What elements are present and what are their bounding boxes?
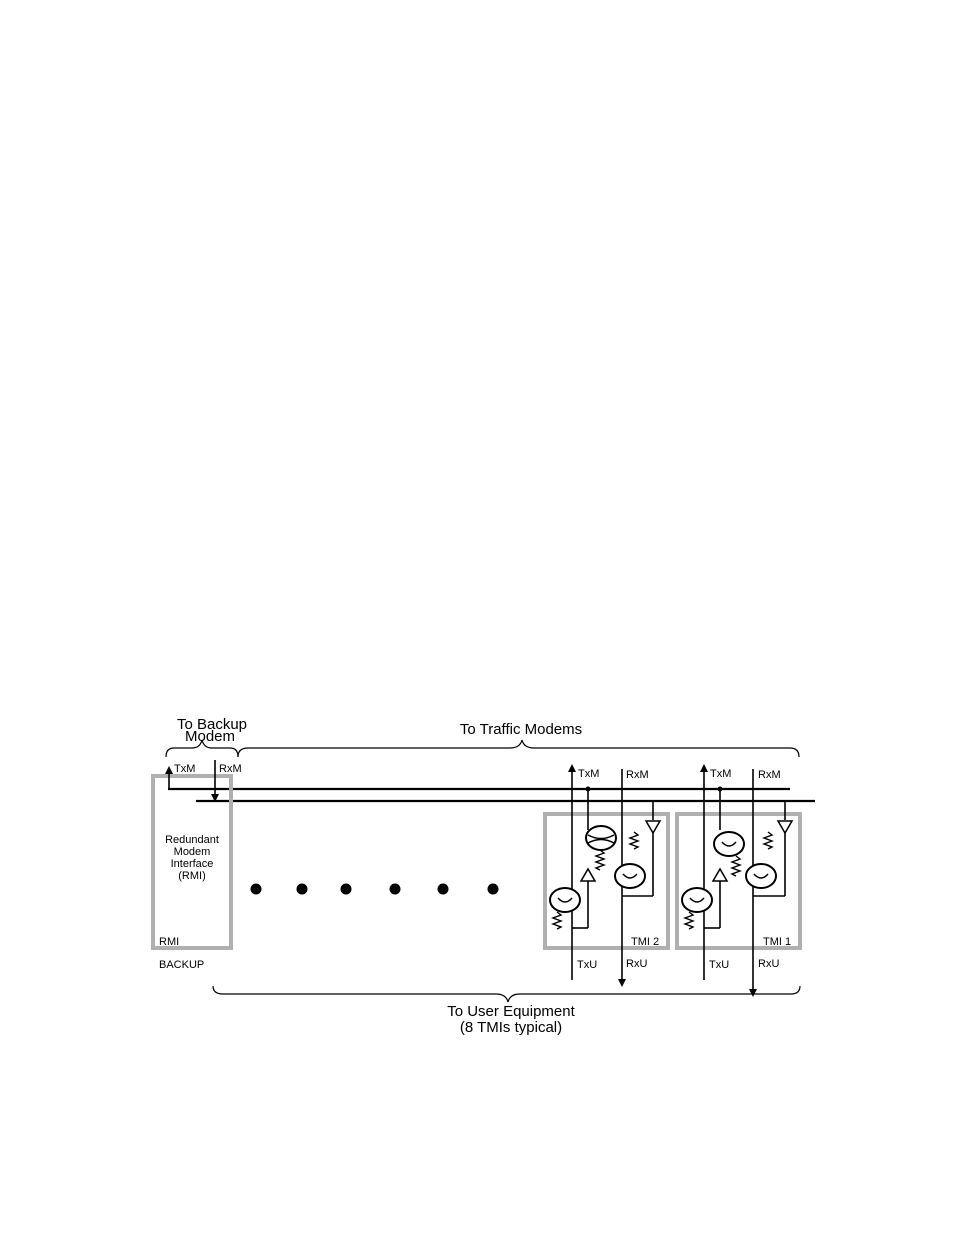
to-user-equipment-label: To User Equipment bbox=[447, 1003, 575, 1020]
to-backup-modem-label-line2: Modem bbox=[185, 728, 235, 745]
tmi1-rxu-label: RxU bbox=[758, 958, 779, 970]
tmi2-spring-icon bbox=[628, 831, 640, 850]
continuation-dot bbox=[250, 883, 262, 895]
tmi2-relay-upper-icon bbox=[585, 825, 617, 851]
tmi2-relay-tx-icon bbox=[549, 887, 581, 913]
rmi-desc-line1: Redundant bbox=[165, 834, 219, 846]
tmi2-rxm-label: RxM bbox=[626, 769, 649, 781]
continuation-dot bbox=[487, 883, 499, 895]
tmi2-rx-buffer-icon bbox=[644, 820, 662, 835]
tmi2-box bbox=[543, 812, 670, 950]
continuation-dot bbox=[296, 883, 308, 895]
tmi2-spring-icon bbox=[594, 849, 606, 871]
tmi1-tx-buffer-icon bbox=[711, 867, 729, 882]
tmi2-tx-buffer-icon bbox=[579, 867, 597, 882]
tmi1-txu-label: TxU bbox=[709, 959, 729, 971]
continuation-dot bbox=[340, 883, 352, 895]
rmi-tag-label: RMI bbox=[159, 936, 179, 948]
rmi-desc-line3: Interface bbox=[171, 858, 214, 870]
tmi2-label: TMI 2 bbox=[631, 936, 659, 948]
tmi2-module: TxM RxM TMI 2 TxU RxU bbox=[543, 764, 670, 987]
tmi1-relay-tx-icon bbox=[681, 887, 713, 913]
tmi1-relay-upper-icon bbox=[713, 831, 745, 857]
tmi2-txm-label: TxM bbox=[578, 768, 599, 780]
to-backup-modem-label-line1: To Backup bbox=[177, 716, 247, 733]
tmi1-relay-rx-icon bbox=[745, 863, 777, 889]
continuation-dot bbox=[437, 883, 449, 895]
tmi2-spring-icon bbox=[551, 911, 563, 930]
tmis-typical-label: (8 TMIs typical) bbox=[460, 1019, 562, 1036]
backup-label: BACKUP bbox=[159, 959, 204, 971]
tmi1-rx-buffer-icon bbox=[776, 820, 794, 835]
tmi1-spring-icon bbox=[683, 911, 695, 930]
rmi-txm-label: TxM bbox=[174, 763, 195, 775]
tmi2-bus-junction bbox=[585, 786, 591, 792]
rmi-module-box bbox=[151, 774, 233, 950]
tmi1-label: TMI 1 bbox=[763, 936, 791, 948]
rmi-rxm-label: RxM bbox=[219, 763, 242, 775]
to-traffic-modems-label: To Traffic Modems bbox=[460, 721, 582, 738]
tmi1-spring-icon bbox=[730, 855, 742, 877]
tmi1-spring-icon bbox=[762, 831, 774, 850]
tmi2-relay-rx-icon bbox=[614, 863, 646, 889]
tmi1-txm-label: TxM bbox=[710, 768, 731, 780]
traffic-modems-brace bbox=[237, 739, 800, 758]
rmi-desc-line4: (RMI) bbox=[178, 870, 206, 882]
continuation-dots bbox=[250, 883, 499, 895]
tmi1-module: TxM RxM TMI 1 TxU RxU bbox=[675, 764, 802, 997]
tmi1-box bbox=[675, 812, 802, 950]
rmi-desc-line2: Modem bbox=[174, 846, 211, 858]
tmi1-bus-junction bbox=[717, 786, 723, 792]
tmi2-txu-label: TxU bbox=[577, 959, 597, 971]
tmi2-rxu-label: RxU bbox=[626, 958, 647, 970]
backup-modem-brace bbox=[165, 739, 239, 758]
user-equipment-brace bbox=[212, 985, 801, 1003]
tmi1-rxm-label: RxM bbox=[758, 769, 781, 781]
continuation-dot bbox=[389, 883, 401, 895]
